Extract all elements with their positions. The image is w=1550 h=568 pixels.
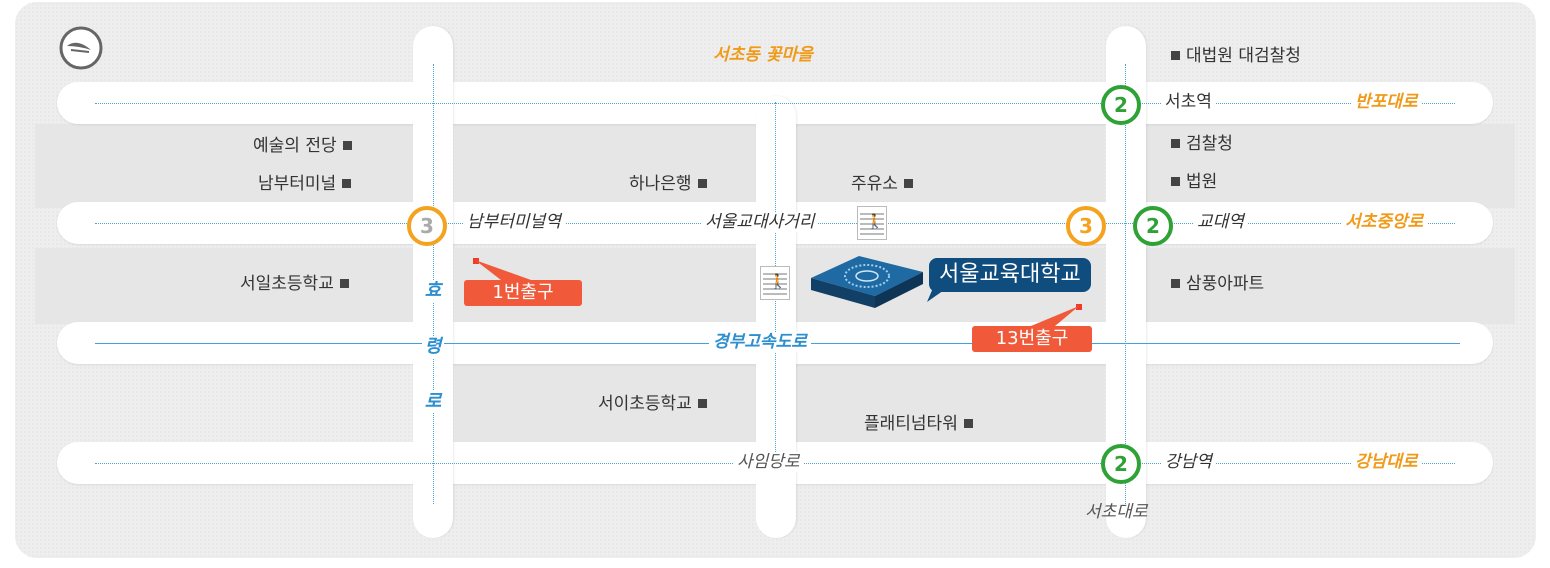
city-block xyxy=(35,124,415,208)
station-gyodae-line2-marker: 2 xyxy=(1133,206,1173,246)
landmark-seoi-elementary: 서이초등학교 xyxy=(598,394,713,414)
station-nambu-marker: 3 xyxy=(407,206,447,246)
road-name-seocho-daero: 서초대로 xyxy=(1085,502,1148,522)
area-seocho-flower-village: 서초동 꽃마을 xyxy=(713,45,813,65)
city-block xyxy=(455,364,775,448)
callout-pointer xyxy=(927,288,947,302)
landmark-platinum-tower: 플래티넘타워 xyxy=(864,414,979,434)
landmark-gas-station: 주유소 xyxy=(851,174,919,194)
landmark-supreme-court: 대법원 대검찰청 xyxy=(1165,46,1301,66)
location-map: 서초동 꽃마을 반포대로 서초중앙로 강남대로 경부고속도로 사임당로 서초대로… xyxy=(15,2,1536,558)
road-name-gangnam: 강남대로 xyxy=(1351,452,1422,472)
city-block xyxy=(1145,124,1515,208)
exit-1-pin xyxy=(473,258,479,264)
station-gangnam-label: 강남역 xyxy=(1161,452,1216,472)
intersection-label: 서울교대사거리 xyxy=(701,212,819,232)
station-nambu-label: 남부터미널역 xyxy=(463,212,565,232)
city-block xyxy=(35,248,415,324)
landmark-court: 법원 xyxy=(1165,172,1217,192)
road-name-hyoryeong-3: 로 xyxy=(422,391,444,413)
road-name-hyoryeong-1: 효 xyxy=(422,280,444,302)
road-name-banpo: 반포대로 xyxy=(1351,92,1422,112)
university-label: 서울교육대학교 xyxy=(929,258,1091,292)
city-block xyxy=(1145,248,1515,324)
road-name-seocho-jungang: 서초중앙로 xyxy=(1341,212,1428,232)
city-block xyxy=(795,364,1105,448)
city-block xyxy=(455,124,775,208)
station-gyodae-line3-marker: 3 xyxy=(1066,206,1106,246)
landmark-hana-bank: 하나은행 xyxy=(629,174,713,194)
landmark-prosecution: 검찰청 xyxy=(1165,134,1233,154)
road-name-saimdang: 사임당로 xyxy=(733,452,804,472)
exit-13-pointer xyxy=(1031,306,1079,326)
pedestrian-crossing-icon: 🚶 xyxy=(760,266,790,300)
exit-1-pointer xyxy=(475,260,531,280)
station-gyodae-label: 교대역 xyxy=(1193,212,1248,232)
exit-13-label: 13번출구 xyxy=(972,326,1092,352)
route-line xyxy=(1125,64,1126,504)
landmark-arts-center: 예술의 전당 xyxy=(253,136,358,156)
city-block xyxy=(795,124,1105,208)
landmark-nambu-terminal: 남부터미널 xyxy=(258,174,357,194)
station-seocho-label: 서초역 xyxy=(1161,92,1216,112)
exit-1-label: 1번출구 xyxy=(464,280,582,306)
road-name-hyoryeong-2: 령 xyxy=(422,336,444,358)
station-gangnam-marker: 2 xyxy=(1101,444,1141,484)
station-seocho-marker: 2 xyxy=(1101,85,1141,125)
road-name-gyeongbu: 경부고속도로 xyxy=(709,332,811,352)
landmark-sampung-apt: 삼풍아파트 xyxy=(1165,274,1264,294)
pedestrian-crossing-icon: 🚶 xyxy=(857,206,887,240)
university-building-icon xyxy=(811,256,923,308)
landmark-seoil-elementary: 서일초등학교 xyxy=(240,274,355,294)
exit-13-pin xyxy=(1076,304,1082,310)
compass-icon xyxy=(59,26,103,70)
